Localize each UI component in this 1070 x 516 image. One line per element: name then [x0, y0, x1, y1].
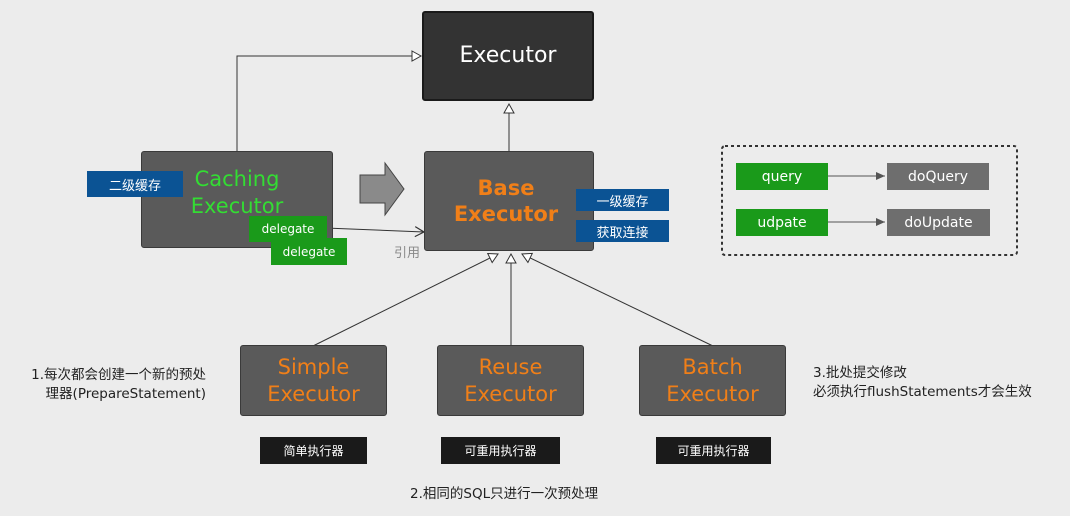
update-tag: udpate [736, 209, 828, 236]
reference-label: 引用 [394, 246, 421, 261]
simple-to-base-line [312, 252, 499, 347]
caching-executor-node: Caching Executor [141, 151, 333, 248]
batch-line1: Batch [682, 355, 743, 380]
level1-cache-tag: 一级缓存 [576, 189, 669, 211]
legend-frame [721, 145, 1018, 256]
caching-line2: Executor [190, 193, 284, 218]
simple-line1: Simple [277, 355, 350, 380]
caching-line1: Caching [194, 167, 280, 192]
reuse-line2: Executor [464, 381, 557, 406]
batch-note-line2: 必须执行flushStatements才会生效 [813, 384, 1032, 400]
executor-label: Executor [459, 43, 557, 69]
base-line2: Executor [453, 202, 559, 226]
query-tag: query [736, 163, 828, 190]
batch-note-line1: 3.批处提交修改 [813, 365, 907, 381]
delegate-tag-a: delegate [249, 216, 327, 242]
simple-note: 1.每次都会创建一个新的预处 理器(PrepareStatement) [8, 366, 206, 404]
simple-line2: Executor [267, 381, 360, 406]
simple-executor-node: Simple Executor [240, 345, 387, 416]
batch-to-base-line [521, 252, 714, 347]
batch-note: 3.批处提交修改 必须执行flushStatements才会生效 [813, 364, 1032, 402]
level2-cache-tag: 二级缓存 [87, 171, 183, 197]
reuse-note: 2.相同的SQL只进行一次预处理 [410, 486, 599, 502]
reuse-line1: Reuse [478, 355, 543, 380]
simple-note-line1: 1.每次都会创建一个新的预处 [31, 367, 206, 383]
executor-node: Executor [422, 11, 594, 101]
delegate-tag-b: delegate [271, 238, 347, 265]
batch-executor-node: Batch Executor [639, 345, 786, 416]
base-line1: Base [477, 175, 535, 200]
reuse-executor-node: Reuse Executor [437, 345, 584, 416]
doupdate-tag: doUpdate [887, 209, 990, 236]
caching-to-executor-line [236, 50, 423, 152]
doquery-tag: doQuery [887, 163, 989, 190]
get-connection-tag: 获取连接 [576, 220, 669, 242]
reuse-caption: 可重用执行器 [441, 437, 560, 464]
base-executor-node: Base Executor [424, 151, 594, 251]
batch-line2: Executor [666, 381, 759, 406]
batch-caption: 可重用执行器 [656, 437, 771, 464]
big-right-arrow-icon [359, 161, 405, 217]
simple-caption: 简单执行器 [260, 437, 367, 464]
simple-note-line2: 理器(PrepareStatement) [45, 386, 206, 402]
